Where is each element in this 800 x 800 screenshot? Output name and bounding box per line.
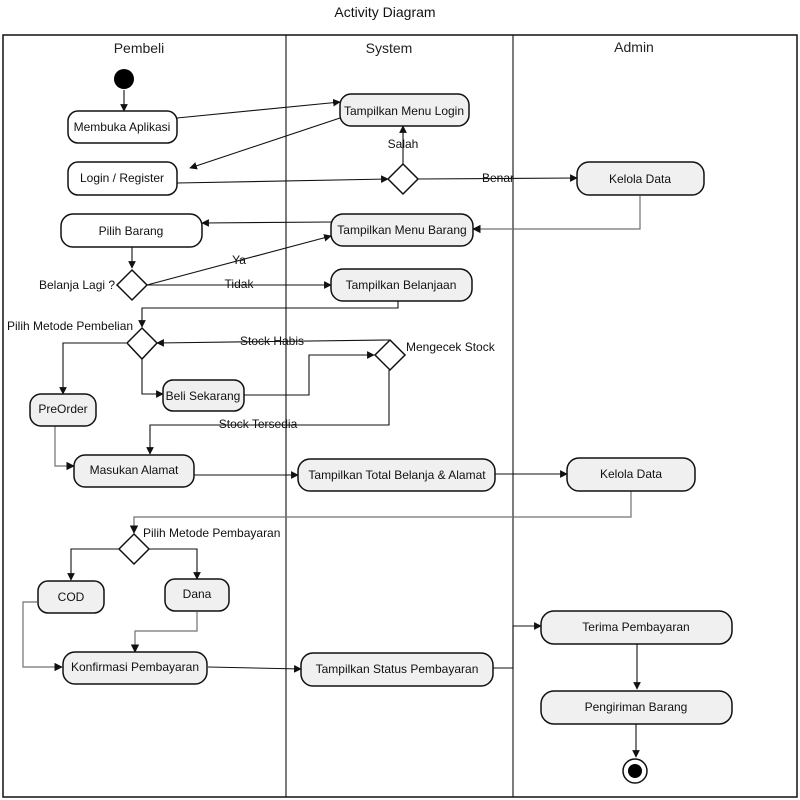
edge-beli-to-cek-stock [244,351,375,396]
edge-decision-benar [417,174,578,182]
node-pengiriman-barang [540,690,733,725]
node-kelola-data-2 [566,457,696,492]
node-tampilkan-menu-login [339,93,470,127]
label-stock-habis: Stock Habis [240,334,304,348]
edge-status-to-terima [493,622,542,669]
label-kelola-data-2: Kelola Data [600,467,662,481]
node-tampilkan-belanjaan [330,268,473,302]
edge-dana-to-konfirmasi [130,612,198,653]
label-membuka-aplikasi: Membuka Aplikasi [74,120,171,134]
label-pilih-metode-pembayaran: Pilih Metode Pembayaran [143,526,280,540]
node-membuka-aplikasi [67,110,178,144]
edge-belanjaan-to-metode [138,300,399,328]
label-benar: Benar [482,171,514,185]
decision-metode-pembelian [125,326,159,361]
node-masukan-alamat [73,454,195,488]
node-preorder [29,393,97,427]
node-tampilkan-total [297,458,496,492]
label-belanja-lagi: Belanja Lagi ? [39,278,115,292]
label-tidak: Tidak [225,277,255,291]
label-cod: COD [58,590,85,604]
edge-preorder-to-alamat [54,426,75,471]
edge-cod-to-konfirmasi [22,601,63,672]
edge-stock-tersedia [146,370,390,455]
label-pilih-barang: Pilih Barang [99,224,164,238]
edge-membuka-to-menu-login [176,98,341,119]
edge-kelola-to-menu-barang [472,196,641,234]
node-dana [164,578,230,612]
node-beli-sekarang [162,379,245,412]
end-node-core [628,764,642,778]
edge-kelola-to-pembayaran [129,491,632,534]
node-login-register [67,161,178,196]
diagram-title: Activity Diagram [334,4,435,20]
edge-pembayaran-to-dana [149,548,201,580]
node-pilih-barang [60,213,203,248]
edge-konfirmasi-to-status [207,665,302,673]
decision-login [386,162,420,196]
label-beli-sekarang: Beli Sekarang [166,389,241,403]
label-salah: Salah [388,137,419,151]
label-tampilkan-menu-login: Tampilkan Menu Login [344,104,464,118]
decision-mengecek-stock [373,338,407,372]
node-tampilkan-status [300,652,494,687]
label-login-register: Login / Register [80,171,164,185]
edge-pembayaran-to-cod [67,548,119,581]
edge-menu-login-to-login [189,117,341,170]
start-node [114,69,134,89]
decision-belanja-lagi [115,268,149,302]
label-konfirmasi-pembayaran: Konfirmasi Pembayaran [71,660,199,674]
label-tampilkan-menu-barang: Tampilkan Menu Barang [337,223,466,237]
lane-system: System [366,40,413,56]
label-terima-pembayaran: Terima Pembayaran [582,620,689,634]
label-tampilkan-status: Tampilkan Status Pembayaran [316,662,479,676]
edge-metode-to-preorder [59,342,126,395]
label-pilih-metode-pembelian: Pilih Metode Pembelian [7,319,133,333]
edge-belanja-ya [146,234,332,286]
node-konfirmasi-pembayaran [62,651,208,685]
edge-metode-to-beli [141,359,164,398]
edge-stock-habis [156,339,390,347]
label-tampilkan-belanjaan: Tampilkan Belanjaan [346,278,457,292]
edge-menu-barang-to-pilih [201,219,332,227]
lane-admin: Admin [614,39,654,55]
label-stock-tersedia: Stock Tersedia [219,417,298,431]
decision-metode-pembayaran [117,532,151,566]
node-terima-pembayaran [540,610,733,645]
label-ya: Ya [232,253,246,267]
label-tampilkan-total: Tampilkan Total Belanja & Alamat [308,468,486,482]
edge-login-to-decision [176,175,389,184]
label-pengiriman-barang: Pengiriman Barang [585,700,688,714]
node-tampilkan-menu-barang [330,213,474,247]
label-masukan-alamat: Masukan Alamat [90,463,179,477]
node-cod [37,580,105,614]
node-kelola-data-1 [576,161,705,196]
label-preorder: PreOrder [38,402,87,416]
label-kelola-data-1: Kelola Data [609,172,671,186]
label-mengecek-stock: Mengecek Stock [406,340,496,354]
label-dana: Dana [183,587,212,601]
lane-pembeli: Pembeli [114,40,165,56]
